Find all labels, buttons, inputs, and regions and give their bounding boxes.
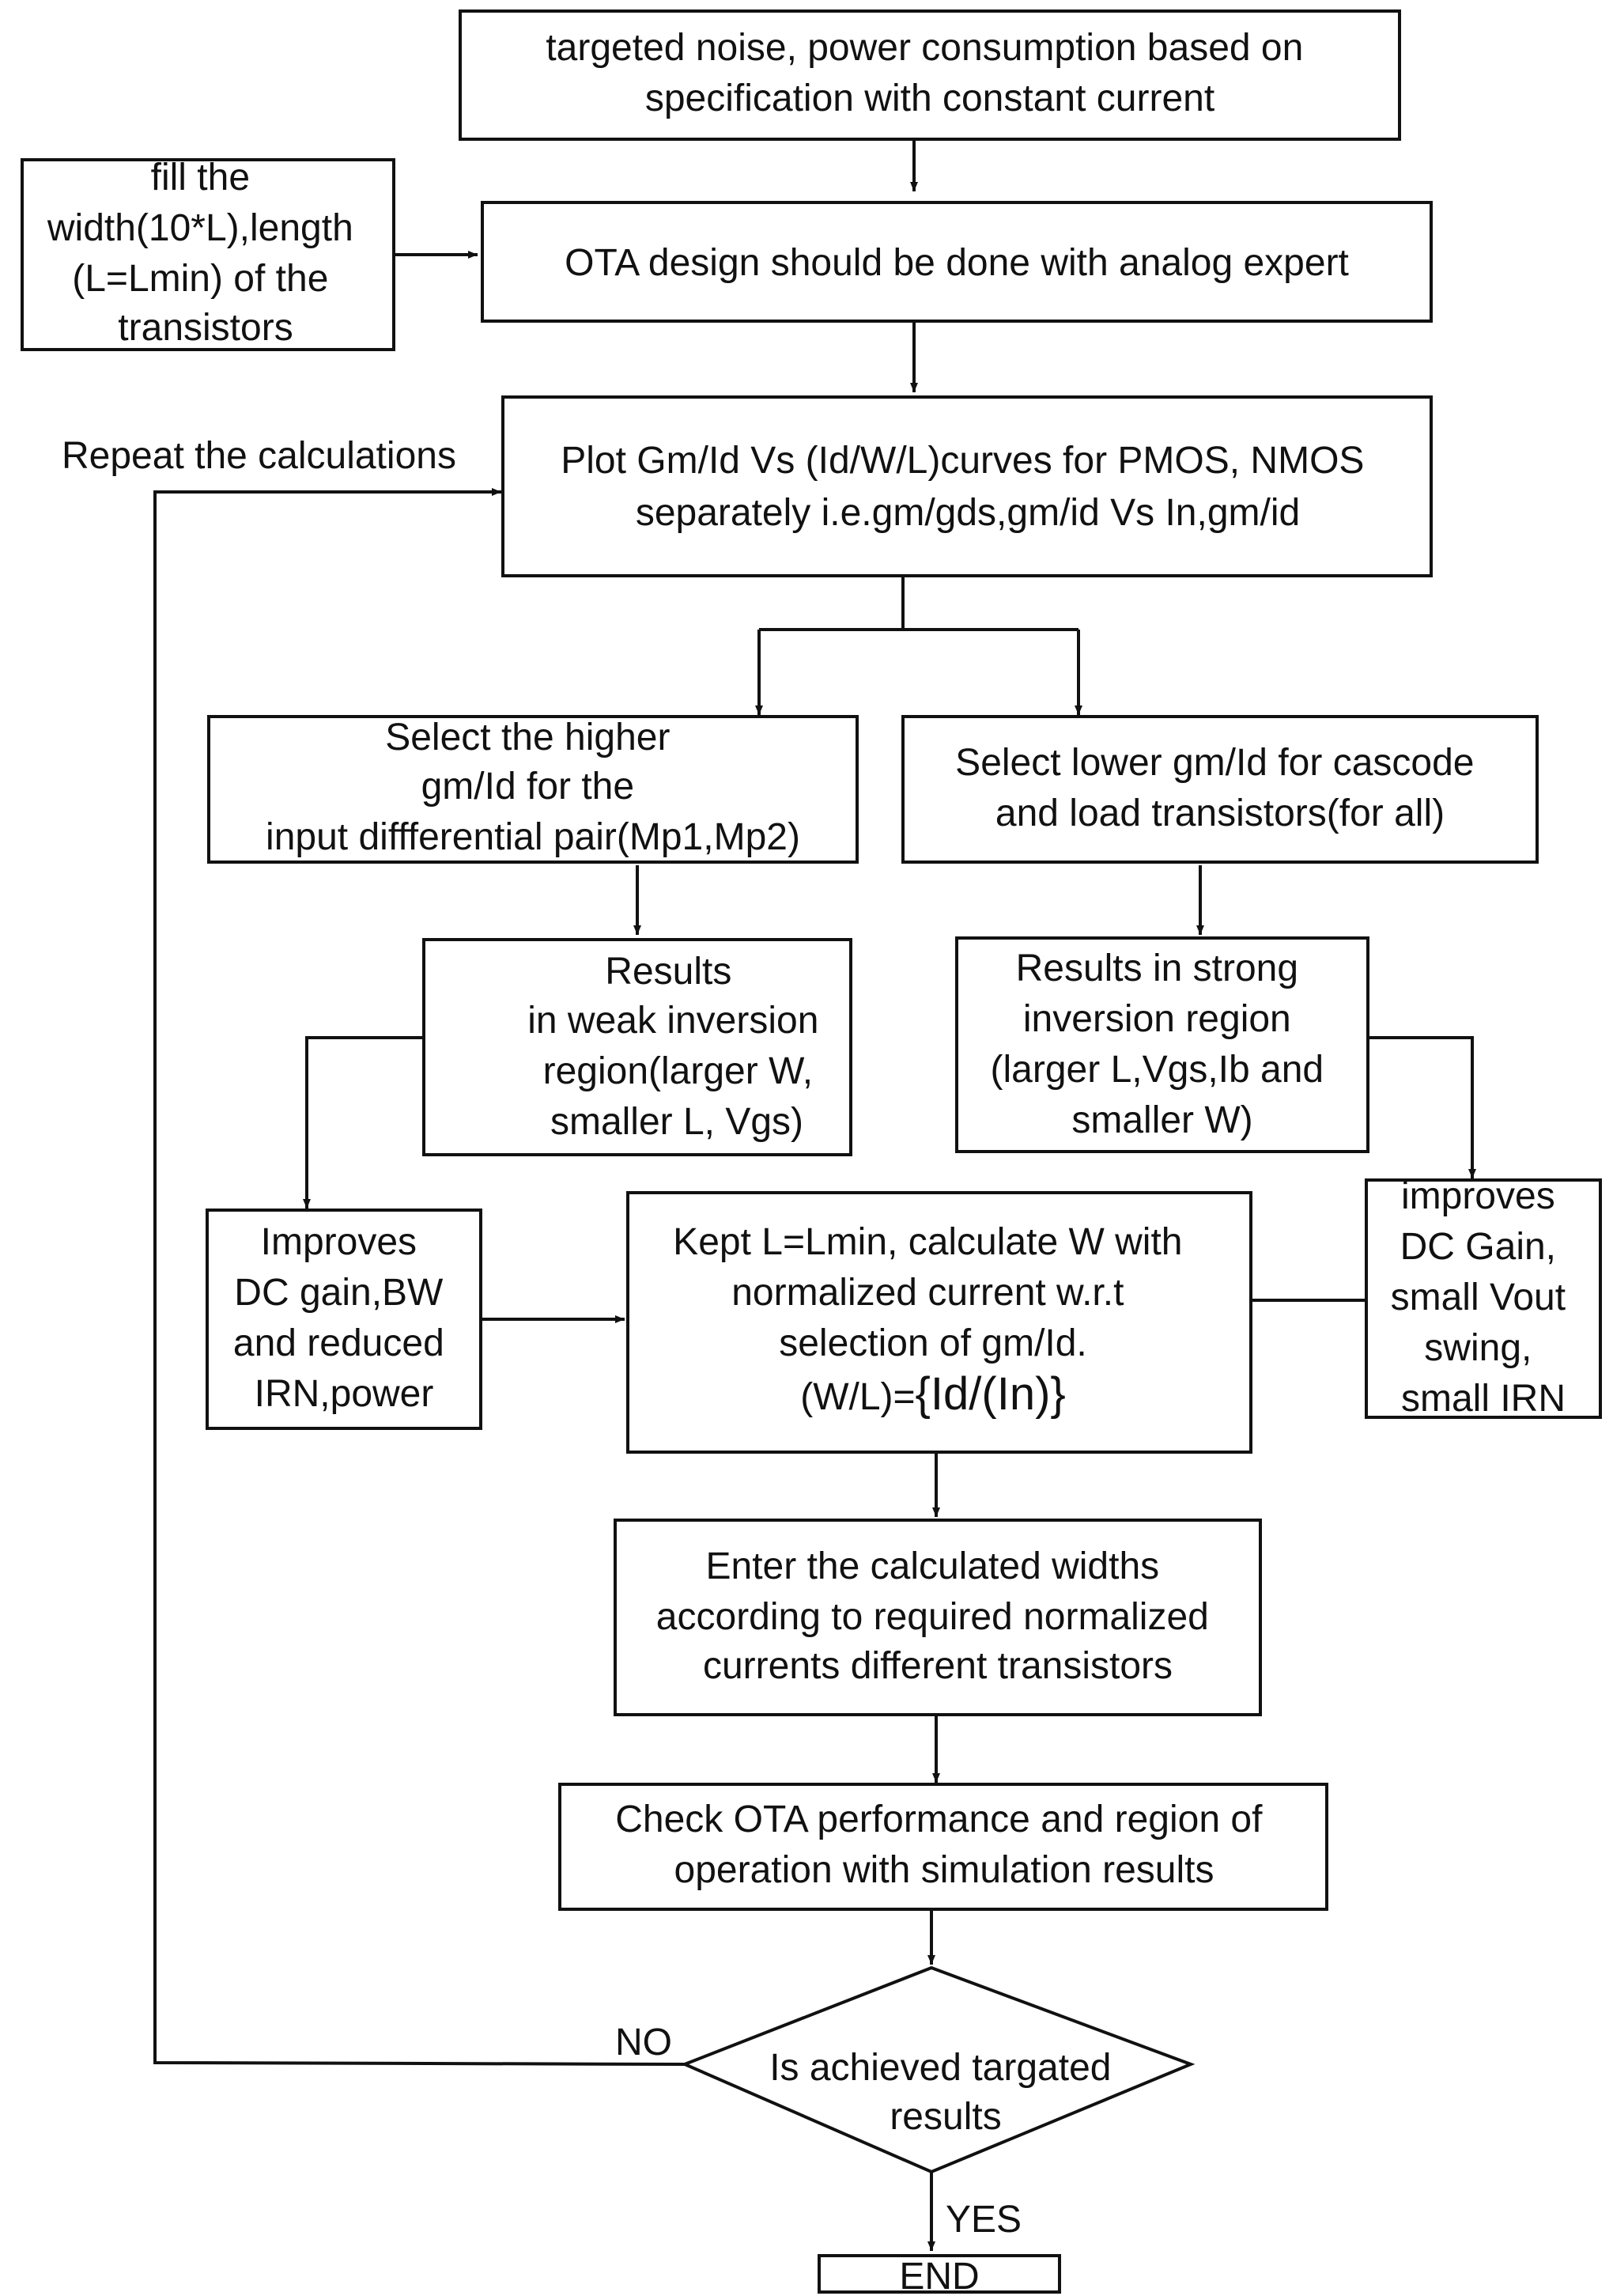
plot-curves-line-2: separately i.e.gm/gds,gm/id Vs In,gm/id bbox=[636, 492, 1300, 534]
decision-text: Is achieved targated results bbox=[769, 2047, 1122, 2138]
decision-diamond bbox=[680, 1965, 1196, 2174]
improves-right-line-2: DC Gain, bbox=[1400, 1226, 1556, 1268]
no-label: NO bbox=[615, 2022, 672, 2063]
select-higher-line-3: input diffferential pair(Mp1,Mp2) bbox=[266, 816, 800, 858]
calc-w-formula: (W/L)={Id/(In)} bbox=[800, 1368, 1066, 1420]
select-lower-text: Select lower gm/Id for cascode and load … bbox=[955, 742, 1485, 834]
enter-widths-box bbox=[614, 1519, 1262, 1716]
node-strong-inversion: Results in strong inversion region (larg… bbox=[955, 936, 1369, 1153]
select-higher-line-2: gm/Id for the bbox=[421, 766, 634, 808]
fill-dims-box bbox=[21, 158, 395, 351]
calc-w-text: Kept L=Lmin, calculate W with normalized… bbox=[673, 1221, 1193, 1364]
ota-design-box bbox=[481, 201, 1433, 323]
select-lower-line-1: Select lower gm/Id for cascode bbox=[955, 742, 1474, 784]
improves-left-line-4: IRN,power bbox=[255, 1373, 434, 1415]
fill-dims-line-1: fill the bbox=[151, 157, 250, 199]
node-end: END bbox=[818, 2254, 1061, 2296]
plot-curves-box bbox=[501, 395, 1433, 577]
node-decision: Is achieved targated results bbox=[680, 1965, 1196, 2174]
fill-dims-text: fill the width(10*L),length (L=Lmin) of … bbox=[47, 157, 364, 349]
strong-inversion-text: Results in strong inversion region (larg… bbox=[991, 948, 1335, 1141]
improves-right-line-5: small IRN bbox=[1401, 1378, 1566, 1420]
node-calc-w: Kept L=Lmin, calculate W with normalized… bbox=[626, 1191, 1252, 1454]
node-improves-left: Improves DC gain,BW and reduced IRN,powe… bbox=[206, 1209, 482, 1430]
node-start-spec: targeted noise, power consumption based … bbox=[459, 9, 1401, 141]
calc-w-formula-prefix: (W/L)= bbox=[800, 1376, 915, 1418]
node-weak-inversion: Results in weak inversion region(larger … bbox=[422, 938, 852, 1156]
plot-curves-text: Plot Gm/Id Vs (Id/W/L)curves for PMOS, N… bbox=[561, 440, 1375, 534]
improves-right-line-4: swing, bbox=[1424, 1327, 1532, 1369]
node-plot-curves: Plot Gm/Id Vs (Id/W/L)curves for PMOS, N… bbox=[501, 395, 1433, 577]
end-label: END bbox=[899, 2256, 979, 2296]
improves-left-line-1: Improves bbox=[261, 1221, 417, 1263]
yes-label: YES bbox=[946, 2199, 1022, 2241]
repeat-calculations-label: Repeat the calculations bbox=[62, 435, 456, 477]
fill-dims-line-2: width(10*L),length bbox=[47, 207, 353, 249]
edge-weak-to-improves-left bbox=[303, 1036, 424, 1209]
connectors bbox=[153, 139, 1476, 2251]
decision-line-2: results bbox=[890, 2096, 1001, 2138]
improves-left-line-3: and reduced bbox=[233, 1322, 444, 1364]
node-improves-right: improves DC Gain, small Vout swing, smal… bbox=[1365, 1175, 1602, 1420]
edge-decision-no-loop bbox=[153, 488, 686, 2066]
start-spec-line-2: specification with constant current bbox=[645, 78, 1214, 119]
strong-inversion-line-4: smaller W) bbox=[1071, 1099, 1252, 1141]
calc-w-line-3: selection of gm/Id. bbox=[779, 1322, 1087, 1364]
node-fill-dims: fill the width(10*L),length (L=Lmin) of … bbox=[21, 157, 395, 351]
improves-right-text: improves DC Gain, small Vout swing, smal… bbox=[1391, 1175, 1577, 1420]
improves-right-line-3: small Vout bbox=[1391, 1277, 1566, 1318]
select-lower-box bbox=[901, 715, 1539, 864]
check-ota-box bbox=[558, 1783, 1328, 1911]
node-check-ota: Check OTA performance and region of oper… bbox=[558, 1783, 1328, 1911]
calc-w-line-1: Kept L=Lmin, calculate W with bbox=[673, 1221, 1182, 1263]
calc-w-box bbox=[626, 1191, 1252, 1454]
decision-line-1: Is achieved targated bbox=[769, 2047, 1111, 2089]
weak-inversion-line-1: Results bbox=[605, 951, 731, 993]
end-box bbox=[818, 2254, 1061, 2294]
strong-inversion-line-1: Results in strong bbox=[1016, 948, 1299, 989]
improves-left-line-2: DC gain,BW bbox=[234, 1272, 444, 1314]
select-higher-box bbox=[207, 715, 859, 864]
annotations: Repeat the calculations NO YES bbox=[62, 435, 1022, 2241]
weak-inversion-line-3: region(larger W, bbox=[543, 1050, 813, 1092]
improves-right-line-1: improves bbox=[1401, 1175, 1555, 1217]
enter-widths-text: Enter the calculated widths according to… bbox=[656, 1545, 1219, 1687]
edge-strong-to-improves-right bbox=[1368, 1036, 1476, 1178]
node-select-higher: Select the higher gm/Id for the input di… bbox=[207, 715, 859, 864]
weak-inversion-line-4: smaller L, Vgs) bbox=[550, 1101, 803, 1143]
check-ota-line-2: operation with simulation results bbox=[674, 1849, 1214, 1891]
node-select-lower: Select lower gm/Id for cascode and load … bbox=[901, 715, 1539, 864]
start-spec-box bbox=[459, 9, 1401, 141]
improves-left-box bbox=[206, 1209, 482, 1430]
select-higher-line-1: Select the higher bbox=[385, 717, 670, 758]
weak-inversion-box bbox=[422, 938, 852, 1156]
start-spec-line-1: targeted noise, power consumption based … bbox=[546, 27, 1303, 69]
improves-left-text: Improves DC gain,BW and reduced IRN,powe… bbox=[233, 1221, 455, 1415]
ota-design-text: OTA design should be done with analog ex… bbox=[565, 242, 1349, 284]
enter-widths-line-2: according to required normalized bbox=[656, 1596, 1209, 1638]
weak-inversion-text: Results in weak inversion region(larger … bbox=[527, 951, 829, 1143]
calc-w-formula-main: {Id/(In)} bbox=[916, 1368, 1066, 1420]
calc-w-line-2: normalized current w.r.t bbox=[731, 1272, 1124, 1314]
node-ota-design: OTA design should be done with analog ex… bbox=[481, 201, 1433, 323]
check-ota-text: Check OTA performance and region of oper… bbox=[615, 1799, 1273, 1891]
select-lower-line-2: and load transistors(for all) bbox=[995, 792, 1445, 834]
end-text: END bbox=[899, 2256, 979, 2296]
strong-inversion-line-2: inversion region bbox=[1023, 998, 1291, 1040]
fill-dims-line-4: transistors bbox=[118, 307, 293, 349]
ota-design-line-1: OTA design should be done with analog ex… bbox=[565, 242, 1349, 284]
weak-inversion-line-2: in weak inversion bbox=[527, 1000, 818, 1042]
node-enter-widths: Enter the calculated widths according to… bbox=[614, 1519, 1262, 1716]
start-spec-text: targeted noise, power consumption based … bbox=[546, 27, 1313, 119]
enter-widths-line-1: Enter the calculated widths bbox=[706, 1545, 1160, 1587]
enter-widths-line-3: currents different transistors bbox=[703, 1645, 1173, 1687]
check-ota-line-1: Check OTA performance and region of bbox=[615, 1799, 1263, 1840]
strong-inversion-line-3: (larger L,Vgs,Ib and bbox=[991, 1049, 1324, 1091]
improves-right-box bbox=[1365, 1178, 1602, 1419]
strong-inversion-box bbox=[955, 936, 1369, 1153]
select-higher-text: Select the higher gm/Id for the input di… bbox=[266, 717, 800, 858]
plot-curves-line-1: Plot Gm/Id Vs (Id/W/L)curves for PMOS, N… bbox=[561, 440, 1364, 482]
fill-dims-line-3: (L=Lmin) of the bbox=[72, 258, 328, 300]
